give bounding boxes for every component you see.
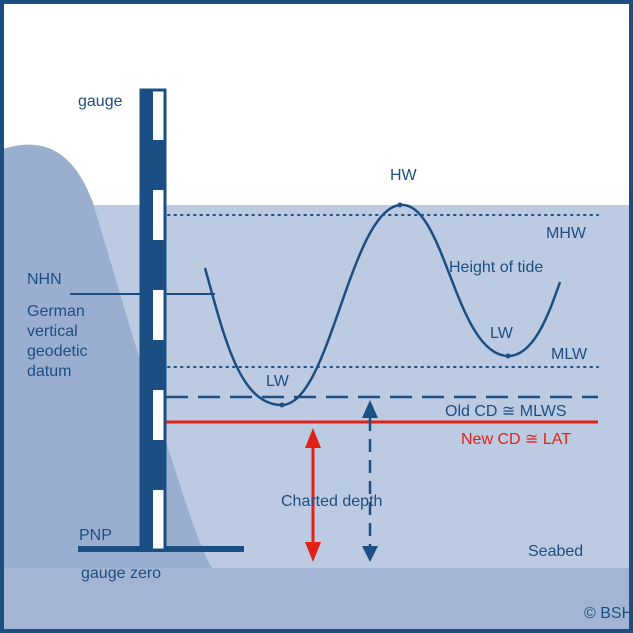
hw-point bbox=[397, 202, 403, 208]
nhn-label: NHN bbox=[27, 271, 62, 288]
charted-depth-arrow-old bbox=[362, 400, 378, 562]
lw-right-point bbox=[505, 353, 511, 359]
mlw-label: MLW bbox=[551, 346, 588, 363]
gauge-staff bbox=[139, 88, 167, 552]
gauge-label: gauge bbox=[78, 93, 123, 110]
nhn-desc-line-1: German bbox=[27, 303, 85, 320]
lw-left-point bbox=[279, 402, 285, 408]
charted-depth-arrow-new bbox=[305, 428, 321, 562]
copyright-label: © BSH bbox=[584, 605, 633, 622]
nhn-desc-line-2: vertical bbox=[27, 323, 78, 340]
seabed-strip bbox=[0, 568, 633, 633]
old-cd-label: Old CD ≅ MLWS bbox=[445, 403, 567, 420]
gauge-zero-label: gauge zero bbox=[81, 565, 161, 582]
pnp-label: PNP bbox=[79, 527, 112, 544]
nhn-desc-line-4: datum bbox=[27, 363, 71, 380]
nhn-desc-line-3: geodetic bbox=[27, 343, 88, 360]
height-of-tide-label: Height of tide bbox=[449, 259, 543, 276]
lw-right-label: LW bbox=[490, 325, 514, 342]
new-cd-label: New CD ≅ LAT bbox=[461, 431, 571, 448]
hw-label: HW bbox=[390, 167, 418, 184]
lw-left-label: LW bbox=[266, 373, 290, 390]
seabed-label: Seabed bbox=[528, 543, 583, 560]
tide-curve bbox=[203, 203, 562, 407]
mhw-label: MHW bbox=[546, 225, 587, 242]
charted-depth-label: Charted depth bbox=[281, 493, 382, 510]
